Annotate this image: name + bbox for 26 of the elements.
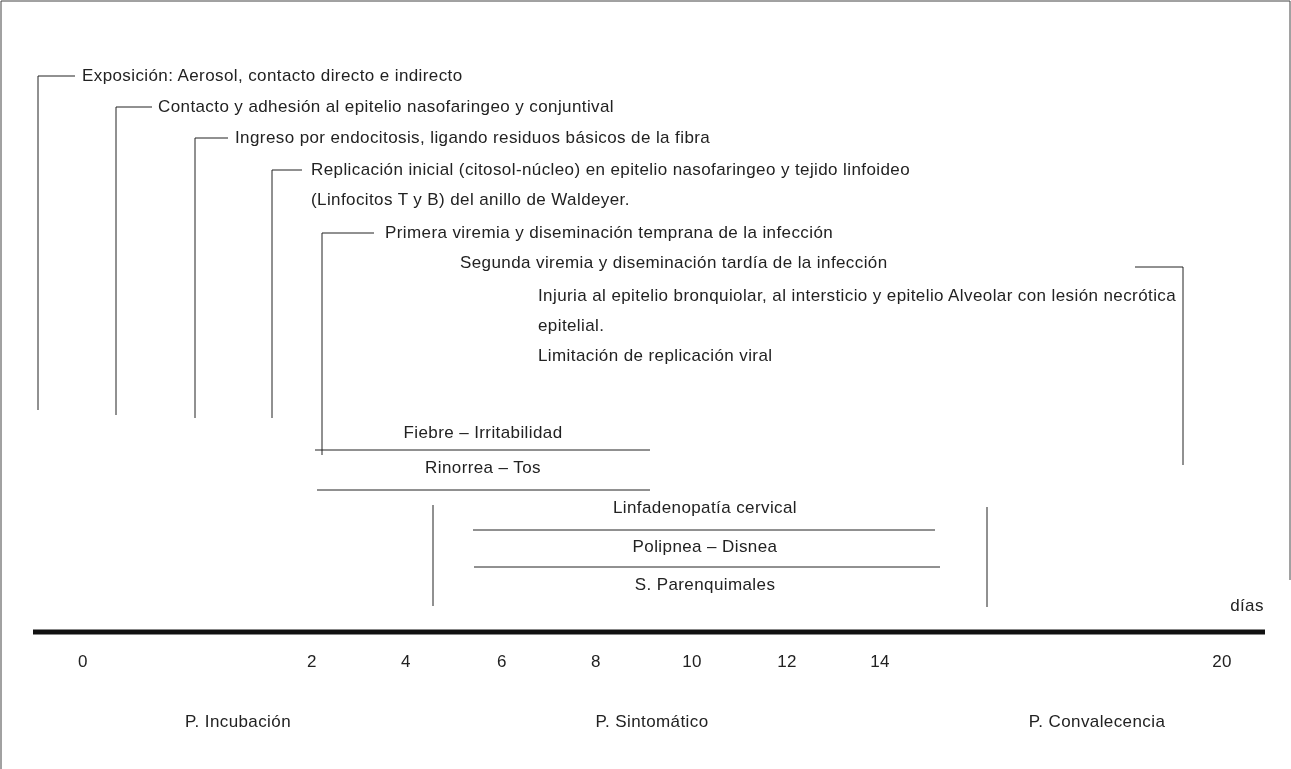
event-label: Limitación de replicación viral (538, 345, 773, 367)
event-label: Segunda viremia y diseminación tardía de la infección (460, 252, 888, 274)
event-label: Primera viremia y diseminación temprana de la infección (385, 222, 834, 244)
symptom-label: Fiebre – Irritabilidad (403, 422, 563, 444)
tick-label: 20 (1212, 651, 1232, 673)
tick-label: 12 (777, 651, 797, 673)
event-label: Ingreso por endocitosis, ligando residuos básicos de la fibra (235, 127, 711, 149)
symptom-label: Linfadenopatía cervical (613, 497, 797, 519)
tick-label: 0 (78, 651, 88, 673)
period-label: P. Sintomático (595, 711, 709, 733)
tick-label: 4 (401, 651, 411, 673)
event-label: Replicación inicial (citosol-núcleo) en epitelio nasofaringeo y tejido linfoideo (Linfocitos T y B) del anillo de Waldeyer. (311, 159, 911, 211)
event-label: Exposición: Aerosol, contacto directo e indirecto (82, 65, 463, 87)
symptom-label: Rinorrea – Tos (425, 457, 541, 479)
tick-label: 6 (497, 651, 507, 673)
symptom-label: S. Parenquimales (634, 574, 776, 596)
tick-label: 10 (682, 651, 702, 673)
symptom-label: Polipnea – Disnea (632, 536, 778, 558)
period-label: P. Incubación (185, 711, 291, 733)
event-label: Injuria al epitelio bronquiolar, al intersticio y epitelio Alveolar con lesión necrótica epitelial. (538, 285, 1178, 337)
tick-label: 2 (307, 651, 317, 673)
tick-label: 14 (870, 651, 890, 673)
tick-label: 8 (591, 651, 601, 673)
axis-unit-label: días (1230, 595, 1264, 617)
period-label: P. Convalecencia (1028, 711, 1166, 733)
event-label: Contacto y adhesión al epitelio nasofaringeo y conjuntival (158, 96, 615, 118)
